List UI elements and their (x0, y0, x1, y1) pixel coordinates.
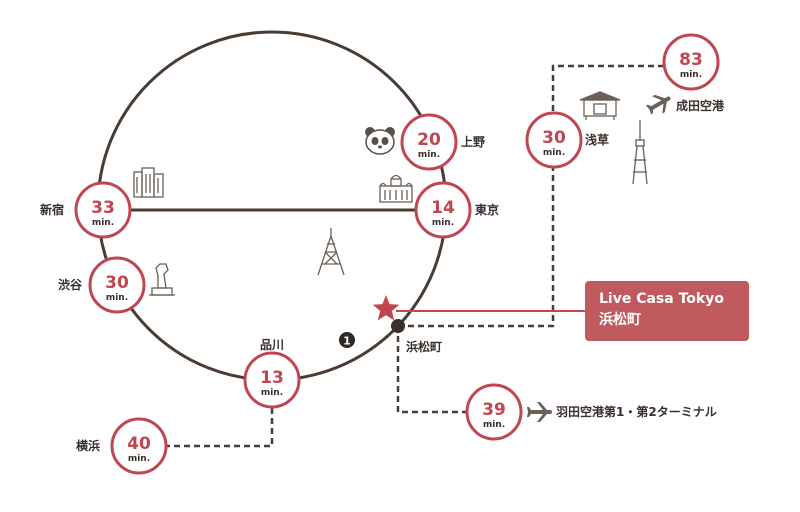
svg-text:39: 39 (482, 400, 506, 420)
tokyo-station-icon (379, 174, 413, 203)
station-label-shinjuku: 新宿 (40, 202, 64, 217)
svg-text:14: 14 (431, 198, 455, 218)
svg-text:30: 30 (542, 128, 566, 148)
svg-text:20: 20 (417, 130, 441, 150)
marker-1 (339, 332, 355, 348)
svg-text:min.: min. (543, 148, 565, 158)
building-icon (133, 167, 164, 198)
tokyo-tower-icon (317, 228, 345, 276)
svg-text:min.: min. (92, 218, 114, 228)
callout-station: 浜松町 (599, 312, 641, 328)
temple-gate-icon (579, 91, 621, 120)
svg-text:13: 13 (260, 368, 284, 388)
svg-text:min.: min. (261, 388, 283, 398)
skytree-icon (632, 120, 648, 185)
callout-title: Live Casa Tokyo (599, 291, 724, 307)
live-casa-tokyo-callout: Live Casa Tokyo 浜松町 (585, 281, 749, 341)
statue-icon (149, 263, 175, 296)
svg-text:min.: min. (483, 420, 505, 430)
svg-text:min.: min. (432, 218, 454, 228)
station-haneda: 39 min. 羽田空港第1・第2ターミナル (465, 383, 717, 441)
station-shinagawa: 品川 13 min. (243, 338, 301, 409)
station-label-shinagawa: 品川 (260, 338, 284, 352)
svg-text:33: 33 (91, 198, 115, 218)
star-icon (372, 295, 400, 321)
airplane-icon (646, 94, 671, 115)
station-label-haneda: 羽田空港第1・第2ターミナル (556, 404, 717, 419)
station-label-asakusa: 浅草 (585, 132, 609, 147)
route-haneda (396, 326, 470, 414)
station-ueno: 20 min. 上野 (400, 113, 485, 171)
station-tokyo: 14 min. 東京 (414, 181, 499, 239)
hamamatsucho-label: 浜松町 (406, 339, 442, 354)
marker-1-number: 1 (343, 335, 351, 348)
route-asakusa-narita (398, 64, 672, 328)
svg-text:min.: min. (680, 70, 702, 80)
station-label-narita: 成田空港 (676, 98, 725, 113)
svg-text:83: 83 (679, 50, 703, 70)
station-label-shibuya: 渋谷 (58, 277, 83, 292)
hamamatsucho-dot (391, 319, 405, 333)
svg-text:30: 30 (105, 273, 129, 293)
station-label-ueno: 上野 (461, 134, 485, 149)
station-yokohama: 40 min. 横浜 (76, 417, 168, 475)
svg-text:min.: min. (128, 454, 150, 464)
svg-text:min.: min. (418, 150, 440, 160)
station-narita: 83 min. 成田空港 (662, 33, 725, 113)
panda-icon (365, 127, 395, 155)
station-label-tokyo: 東京 (475, 202, 499, 217)
airplane-icon (527, 402, 552, 422)
station-label-yokohama: 横浜 (76, 438, 100, 453)
svg-text:40: 40 (127, 434, 151, 454)
station-asakusa: 30 min. 浅草 (525, 111, 609, 169)
station-shibuya: 30 min. 渋谷 (58, 256, 146, 314)
station-shinjuku: 33 min. 新宿 (40, 181, 132, 239)
svg-text:min.: min. (106, 293, 128, 303)
